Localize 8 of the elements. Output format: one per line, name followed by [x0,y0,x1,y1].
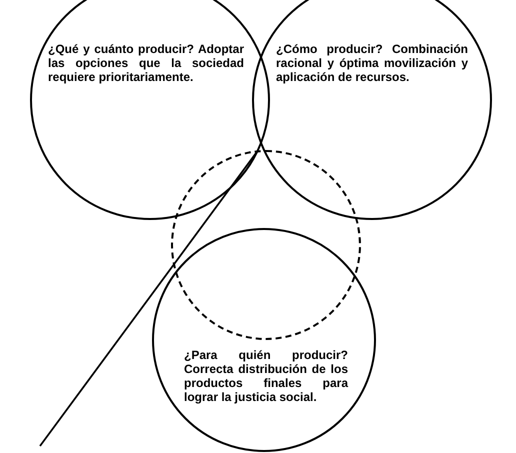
venn-circle [30,0,270,220]
circle-text: ¿Qué y cuánto producir? Adoptar las opciones que la sociedad requiere prioritariamente. [48,42,244,84]
circle-text: ¿Para quién producir? Correcta distribución de los productos finales para lograr la justicia social. [184,348,348,404]
leader-line [39,150,259,447]
venn-circle [152,228,376,452]
circle-text: ¿Cómo producir? Combinación racional y óptima movilización y aplicación de recursos. [276,42,468,84]
venn-circle [252,0,492,220]
dashed-circle [171,150,361,340]
